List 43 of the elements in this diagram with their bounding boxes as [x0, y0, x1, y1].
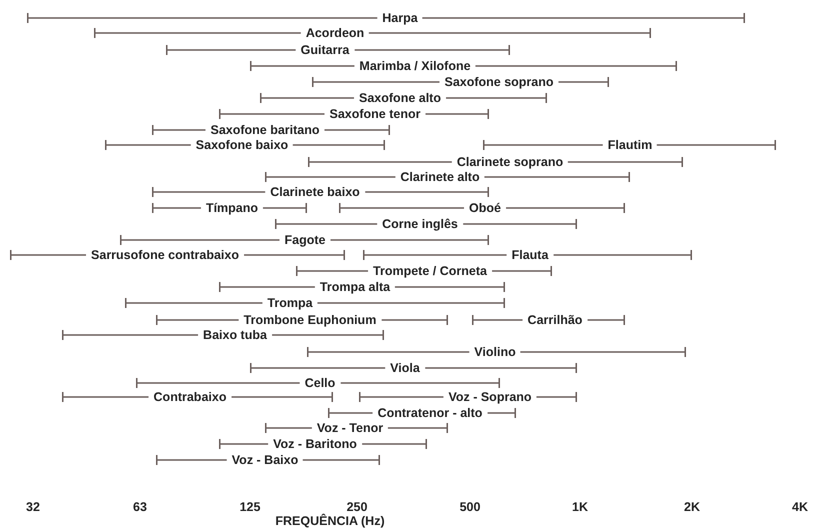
instrument-label: Voz - Tenor — [312, 421, 388, 435]
instrument-label: Saxofone soprano — [439, 75, 559, 89]
instrument-label: Harpa — [377, 11, 423, 25]
tick-label: 63 — [133, 500, 147, 514]
instrument-label: Violino — [469, 345, 521, 359]
instrument-label: Fagote — [280, 233, 330, 247]
instrument-label: Saxofone tenor — [324, 107, 426, 121]
tick-label: 2K — [684, 500, 700, 514]
instrument-label: Corne inglês — [377, 217, 463, 231]
instrument-label: Acordeon — [300, 26, 370, 40]
instrument-label: Voz - Baixo — [226, 453, 304, 467]
instrument-label: Clarinete alto — [395, 170, 485, 184]
instrument-label: Oboé — [464, 201, 506, 215]
instrument-label: Trompete / Corneta — [368, 264, 492, 278]
instrument-label: Guitarra — [296, 43, 354, 57]
instrument-label: Contratenor - alto — [372, 406, 488, 420]
instrument-label: Saxofone baixo — [190, 138, 294, 152]
instrument-label: Voz - Baritono — [268, 437, 362, 451]
instrument-label: Contrabaixo — [148, 390, 232, 404]
instrument-label: Marimba / Xilofone — [354, 59, 476, 73]
instrument-label: Trompa — [262, 296, 318, 310]
tick-label: 1K — [572, 500, 588, 514]
tick-label: 125 — [240, 500, 260, 514]
instrument-label: Trombone Euphonium — [238, 313, 382, 327]
instrument-label: Flauta — [506, 248, 554, 262]
instrument-label: Viola — [385, 361, 425, 375]
tick-label: 32 — [26, 500, 40, 514]
instrument-label: Saxofone baritano — [205, 123, 325, 137]
tick-label: 4K — [792, 500, 808, 514]
instrument-label: Tímpano — [200, 201, 264, 215]
tick-label: 500 — [460, 500, 480, 514]
instrument-label: Carrilhão — [522, 313, 588, 327]
instrument-label: Voz - Soprano — [443, 390, 537, 404]
instrument-label: Clarinete soprano — [452, 155, 568, 169]
instrument-label: Clarinete baixo — [265, 185, 365, 199]
instrument-label: Trompa alta — [314, 280, 396, 294]
tick-label: 250 — [346, 500, 368, 514]
instrument-label: Baixo tuba — [198, 328, 272, 342]
instrument-label: Sarrusofone contrabaixo — [86, 248, 244, 262]
instrument-label: Saxofone alto — [354, 91, 446, 105]
axis-title: FREQUÊNCIA (Hz) — [275, 514, 385, 528]
instrument-label: Cello — [300, 376, 340, 390]
instrument-label: Flautim — [602, 138, 658, 152]
